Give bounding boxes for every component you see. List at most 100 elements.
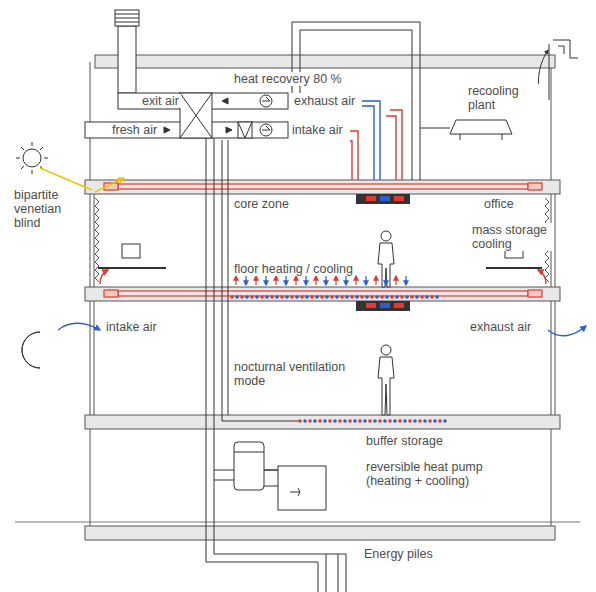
heat-pump xyxy=(234,442,326,510)
pipe-coils xyxy=(430,295,434,299)
floor-heating-arrows xyxy=(285,276,286,285)
pipe-coils xyxy=(390,295,394,299)
pipe-coils xyxy=(358,419,362,423)
exhaust-stack xyxy=(118,26,136,93)
roof-vent xyxy=(538,40,578,100)
air-handling-unit xyxy=(85,93,288,138)
floor-heating-arrows xyxy=(335,276,336,285)
air-handling-unit xyxy=(262,126,270,130)
pipe-coils xyxy=(235,295,239,299)
floor-heating-arrows xyxy=(395,276,396,285)
air-handling-unit xyxy=(238,122,252,138)
pipe-coils xyxy=(260,295,264,299)
person-figure xyxy=(381,345,391,355)
floor-heating-arrows xyxy=(255,276,256,285)
pipe-coils xyxy=(295,295,299,299)
facade-walls xyxy=(555,180,556,428)
pipe-coils xyxy=(420,295,424,299)
floor-slabs xyxy=(85,526,555,540)
text-label: core zone xyxy=(232,197,291,211)
recooling-plant xyxy=(450,120,512,134)
floor-slabs xyxy=(85,180,560,194)
intake-air-ducts xyxy=(350,141,352,180)
pipe-coils xyxy=(330,295,334,299)
supply-shafts xyxy=(326,554,346,555)
text-label: Energy piles xyxy=(362,547,435,561)
pipe-coils xyxy=(250,295,254,299)
pipe-coils xyxy=(415,295,419,299)
slab-ducts xyxy=(118,184,528,189)
pipe-coils xyxy=(443,419,447,423)
floor-heating-arrows xyxy=(305,276,306,285)
exhaust-stack xyxy=(115,10,139,93)
pipe-coils xyxy=(370,295,374,299)
air-handling-unit xyxy=(262,97,270,101)
floor-heating-arrows xyxy=(315,276,316,285)
pipe-coils xyxy=(368,419,372,423)
floor-slabs xyxy=(85,287,560,301)
ceiling-units xyxy=(380,196,390,201)
exhaust-air-ducts xyxy=(362,101,380,180)
sun-ray xyxy=(95,178,124,192)
text-label: intake air xyxy=(290,123,345,137)
pipe-coils xyxy=(373,419,377,423)
pipe-coils xyxy=(318,419,322,423)
pipe-coils xyxy=(245,295,249,299)
pipe-coils xyxy=(310,295,314,299)
pipe-coils xyxy=(305,295,309,299)
slab-ducts xyxy=(118,291,528,296)
exhaust-air-ducts xyxy=(362,106,374,180)
pipe-coils xyxy=(335,295,339,299)
person-figure xyxy=(378,243,394,287)
ceiling-units xyxy=(366,303,376,308)
ceiling-units xyxy=(356,194,410,204)
pipe-coils xyxy=(345,295,349,299)
floor-heating-arrows xyxy=(355,276,356,285)
office-desk xyxy=(486,267,542,269)
sun-symbol xyxy=(23,149,41,167)
window-airflow xyxy=(58,323,100,330)
air-handling-unit xyxy=(260,124,272,136)
pipe-coils xyxy=(408,419,412,423)
intake-air-ducts xyxy=(350,110,402,180)
pipe-coils xyxy=(343,419,347,423)
floor-heating-arrows xyxy=(325,276,326,285)
facade-walls xyxy=(94,180,95,428)
pipe-coils xyxy=(425,295,429,299)
pipe-coils xyxy=(240,295,244,299)
pipe-coils xyxy=(400,295,404,299)
heat-pump xyxy=(264,470,300,496)
pipe-coils xyxy=(265,295,269,299)
text-label: office xyxy=(482,197,516,211)
pipe-coils xyxy=(298,419,302,423)
text-label: exhaust air xyxy=(468,320,533,334)
pipe-coils xyxy=(315,295,319,299)
pipe-coils xyxy=(410,295,414,299)
ground-line xyxy=(15,521,580,522)
pipe-coils xyxy=(230,295,234,299)
pipe-coils xyxy=(230,295,447,423)
pipe-coils xyxy=(323,419,327,423)
pipe-coils xyxy=(395,295,399,299)
office-desk xyxy=(98,267,166,269)
pipe-coils xyxy=(398,419,402,423)
pipe-coils xyxy=(255,295,259,299)
exhaust-stack xyxy=(115,14,139,15)
pipe-coils xyxy=(393,419,397,423)
pipe-coils xyxy=(403,419,407,423)
sun-ray xyxy=(40,168,92,190)
text-label: exit air xyxy=(140,94,181,108)
pipe-coils xyxy=(340,295,344,299)
pipe-coils xyxy=(380,295,384,299)
pipe-coils xyxy=(353,419,357,423)
pipe-coils xyxy=(363,419,367,423)
moon-symbol xyxy=(22,332,40,368)
floor-heating-arrows xyxy=(375,276,376,285)
air-handling-unit xyxy=(164,127,170,133)
pipe-coils xyxy=(338,419,342,423)
window-airflow xyxy=(548,326,586,336)
pipe-coils xyxy=(333,419,337,423)
recooling-plant xyxy=(502,134,503,140)
